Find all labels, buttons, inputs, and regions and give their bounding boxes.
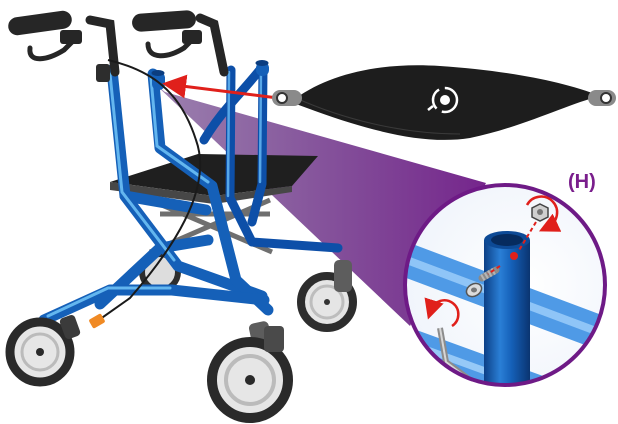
left-handle <box>7 10 115 82</box>
step-label: (H) <box>568 171 596 194</box>
nut-icon <box>532 204 548 221</box>
right-end-bracket <box>588 90 616 106</box>
backrest-strap <box>272 65 616 140</box>
front-left-wheel <box>10 314 81 382</box>
front-wheel-back <box>301 260 353 328</box>
right-handle <box>131 10 224 72</box>
left-end-bracket <box>272 90 302 106</box>
front-right-wheel <box>212 320 288 418</box>
